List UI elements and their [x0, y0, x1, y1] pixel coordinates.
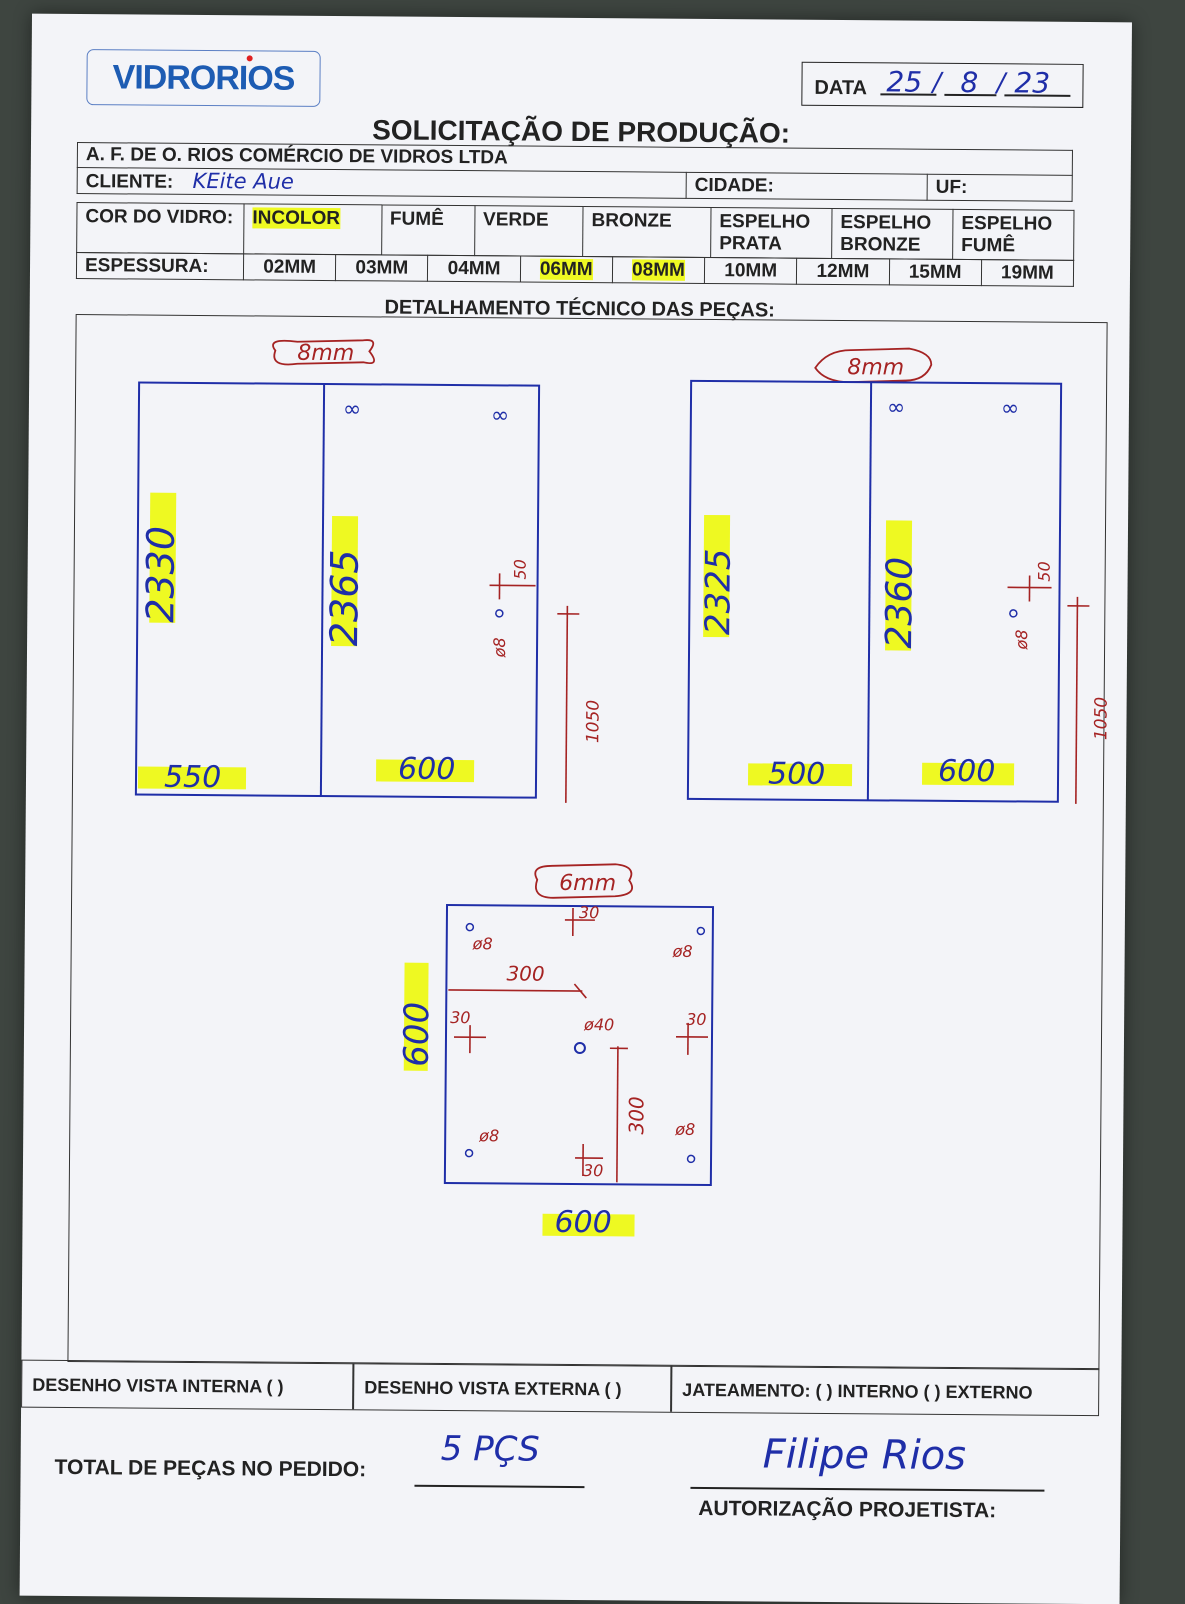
- hole-symbol: ∞: [1001, 396, 1020, 421]
- right-thickness-tag: 8mm: [847, 355, 904, 380]
- corner-hole: [466, 1150, 473, 1157]
- square-height: 600: [397, 1002, 438, 1067]
- right-panel-a-height: 2325: [698, 548, 739, 635]
- left-thickness-tag: 8mm: [297, 341, 354, 366]
- left-hole-offset: 50: [511, 559, 530, 580]
- divider: [670, 1366, 672, 1412]
- hole-marker: [496, 610, 503, 617]
- top-edge-offset: 30: [579, 903, 600, 922]
- right-panel-b-width: 600: [938, 754, 996, 789]
- view-options-bar: DESENHO VISTA INTERNA ( ) DESENHO VISTA …: [21, 1360, 1099, 1416]
- right-edge-offset: 30: [686, 1010, 707, 1029]
- hole-symbol: ∞: [887, 395, 906, 420]
- divider: [352, 1363, 354, 1409]
- center-hole: [575, 1043, 585, 1053]
- sandblast-option[interactable]: JATEAMENTO: ( ) INTERNO ( ) EXTERNO: [682, 1380, 1032, 1404]
- corner-hole-diameter: ø8: [672, 942, 693, 961]
- left-edge-offset: 30: [450, 1008, 471, 1027]
- square-width: 600: [554, 1205, 612, 1240]
- corner-hole-diameter: ø8: [478, 1126, 499, 1145]
- order-sheet: VIDRORIOS DATA 25 / 8 / 23 SOLICITAÇÃO D…: [20, 14, 1132, 1604]
- center-vertical-offset: 300: [624, 1096, 648, 1134]
- hole-symbol: ∞: [343, 397, 362, 422]
- bottom-edge-offset: 30: [583, 1161, 604, 1180]
- right-panel-set: 8mm ∞ ∞ 2325 2360 500 600 50 ø8 1050: [688, 347, 1115, 804]
- position-line: [1076, 597, 1078, 804]
- total-pieces-line: [414, 1485, 584, 1488]
- corner-hole: [697, 927, 704, 934]
- left-hole-diameter: ø8: [490, 637, 509, 658]
- right-panel-divider: [868, 382, 871, 800]
- corner-hole-diameter: ø8: [674, 1120, 695, 1139]
- right-panel-b-height: 2360: [879, 557, 921, 649]
- center-hole-diameter: ø40: [583, 1015, 614, 1034]
- right-panel-outline: [688, 381, 1061, 802]
- right-position: 1050: [1091, 697, 1111, 740]
- hole-symbol: ∞: [491, 403, 510, 428]
- total-pieces-value: 5 PÇS: [441, 1429, 540, 1470]
- position-line: [566, 606, 568, 803]
- right-hole-offset: 50: [1035, 561, 1054, 582]
- total-pieces-label: TOTAL DE PEÇAS NO PEDIDO:: [55, 1456, 367, 1482]
- center-dim-line: [448, 990, 582, 991]
- corner-hole-diameter: ø8: [472, 934, 493, 953]
- technical-drawing: 8mm ∞ ∞ 2330 2365 550 600 50 ø8 1050: [21, 14, 1132, 1423]
- center-dim-line: [617, 1046, 618, 1182]
- external-view-option[interactable]: DESENHO VISTA EXTERNA ( ): [364, 1377, 622, 1400]
- corner-hole: [466, 924, 473, 931]
- center-horizontal-offset: 300: [506, 961, 544, 985]
- hole-marker: [1010, 610, 1017, 617]
- left-position: 1050: [583, 700, 603, 743]
- designer-authorization-label: AUTORIZAÇÃO PROJETISTA:: [698, 1497, 996, 1523]
- right-panel-a-width: 500: [768, 756, 826, 791]
- left-panel-set: 8mm ∞ ∞ 2330 2365 550 600 50 ø8 1050: [136, 338, 607, 803]
- internal-view-option[interactable]: DESENHO VISTA INTERNA ( ): [32, 1375, 284, 1398]
- right-hole-diameter: ø8: [1012, 629, 1031, 650]
- square-piece: 6mm 600 600 ø8 ø8 ø8 ø8 30 30 30: [395, 863, 713, 1241]
- corner-hole: [688, 1155, 695, 1162]
- left-panel-a-width: 550: [164, 760, 222, 795]
- designer-signature: Filipe Rios: [763, 1431, 967, 1479]
- left-panel-b-width: 600: [398, 752, 456, 787]
- square-thickness-tag: 6mm: [559, 871, 616, 896]
- signature-line: [690, 1487, 1044, 1491]
- left-panel-a-height: 2330: [138, 526, 183, 623]
- left-panel-b-height: 2365: [322, 549, 367, 646]
